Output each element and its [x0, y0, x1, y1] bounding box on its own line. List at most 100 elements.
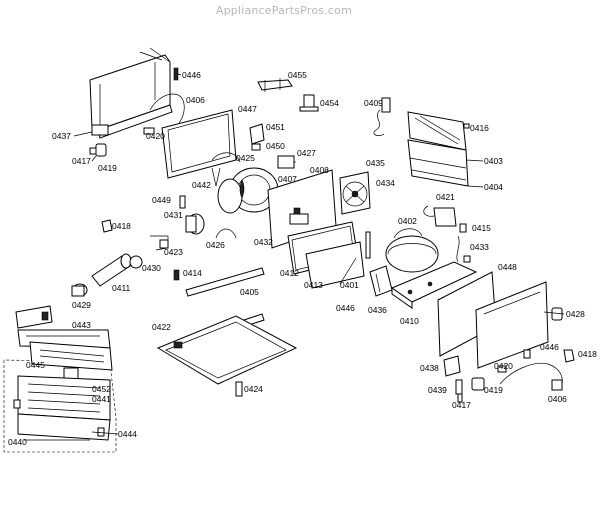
label-0401[interactable]: 0401 [340, 280, 359, 290]
part-0429 [71, 283, 88, 297]
label-0428[interactable]: 0428 [566, 309, 585, 319]
label-0446a[interactable]: 0446 [182, 70, 201, 80]
cover-0413 [305, 241, 365, 289]
label-0434[interactable]: 0434 [376, 178, 395, 188]
rear-bracket-assembly [89, 47, 173, 139]
label-0423[interactable]: 0423 [164, 247, 183, 257]
part-0427 [277, 155, 295, 169]
label-0418a[interactable]: 0418 [112, 221, 131, 231]
part-0421 [423, 205, 457, 227]
part-0446c [523, 349, 531, 359]
part-0401 [365, 231, 371, 259]
part-0454 [299, 94, 319, 112]
part-0424 [235, 381, 243, 397]
label-0441[interactable]: 0441 [92, 394, 111, 404]
part-0449 [179, 195, 186, 209]
label-0412[interactable]: 0412 [280, 268, 299, 278]
label-0406b[interactable]: 0406 [548, 394, 567, 404]
label-0436[interactable]: 0436 [368, 305, 387, 315]
bracket-0455 [257, 78, 293, 92]
label-0417b[interactable]: 0417 [452, 400, 471, 410]
label-0416[interactable]: 0416 [470, 123, 489, 133]
label-0432[interactable]: 0432 [254, 237, 273, 247]
grommet-0419 [95, 143, 107, 157]
tube-0411 [91, 253, 132, 287]
label-0442[interactable]: 0442 [192, 180, 211, 190]
label-0444[interactable]: 0444 [118, 429, 137, 439]
part-0423 [150, 235, 169, 251]
label-0426[interactable]: 0426 [206, 240, 225, 250]
part-0433 [463, 255, 471, 263]
label-0419b[interactable]: 0419 [484, 385, 503, 395]
power-cord-0409 [373, 97, 391, 136]
panel-0416 [407, 111, 470, 151]
label-0451[interactable]: 0451 [266, 122, 285, 132]
label-0430[interactable]: 0430 [142, 263, 161, 273]
label-0410[interactable]: 0410 [400, 316, 419, 326]
part-0414 [173, 269, 180, 281]
label-0406a[interactable]: 0406 [186, 95, 205, 105]
label-0427[interactable]: 0427 [297, 148, 316, 158]
label-0403[interactable]: 0403 [484, 156, 503, 166]
label-0422[interactable]: 0422 [152, 322, 171, 332]
label-0433[interactable]: 0433 [470, 242, 489, 252]
label-0447[interactable]: 0447 [238, 104, 257, 114]
condenser-fan-motor-0407 [211, 152, 279, 214]
label-0443[interactable]: 0443 [72, 320, 91, 330]
base-plate-0410 [390, 261, 478, 309]
label-0414[interactable]: 0414 [183, 268, 202, 278]
relay-0436 [369, 265, 393, 297]
label-0402[interactable]: 0402 [398, 216, 417, 226]
label-0431[interactable]: 0431 [164, 210, 183, 220]
part-0438 [443, 355, 461, 377]
label-0439[interactable]: 0439 [428, 385, 447, 395]
label-0438[interactable]: 0438 [420, 363, 439, 373]
label-0450[interactable]: 0450 [266, 141, 285, 151]
label-0437[interactable]: 0437 [52, 131, 71, 141]
screw-0417b [457, 393, 463, 403]
label-0404[interactable]: 0404 [484, 182, 503, 192]
label-0424[interactable]: 0424 [244, 384, 263, 394]
label-0452[interactable]: 0452 [92, 384, 111, 394]
part-0426 [215, 228, 237, 239]
watermark: AppliancePartsPros.com [215, 4, 352, 17]
label-0413[interactable]: 0413 [304, 280, 323, 290]
label-0411[interactable]: 0411 [112, 283, 131, 293]
label-0415[interactable]: 0415 [472, 223, 491, 233]
label-0455[interactable]: 0455 [288, 70, 307, 80]
label-0440[interactable]: 0440 [8, 437, 27, 447]
control-board-0408 [267, 169, 337, 249]
label-0405[interactable]: 0405 [240, 287, 259, 297]
harness-0406b [499, 362, 563, 391]
part-0420b [497, 365, 507, 373]
label-0421[interactable]: 0421 [436, 192, 455, 202]
label-0420b[interactable]: 0420 [494, 361, 513, 371]
label-0454[interactable]: 0454 [320, 98, 339, 108]
clip-0418a [101, 219, 113, 233]
label-0417a[interactable]: 0417 [72, 156, 91, 166]
label-0449[interactable]: 0449 [152, 195, 171, 205]
grille-0445 [29, 341, 113, 383]
label-0446b[interactable]: 0446 [336, 303, 355, 313]
clip-0446 [173, 67, 179, 81]
label-0446c[interactable]: 0446 [540, 342, 559, 352]
leader-lines [24, 73, 565, 441]
label-0419a[interactable]: 0419 [98, 163, 117, 173]
capacitor-0431 [185, 213, 205, 235]
label-0429[interactable]: 0429 [72, 300, 91, 310]
label-0418b[interactable]: 0418 [578, 349, 597, 359]
label-0409[interactable]: 0409 [364, 98, 383, 108]
part-0451-0450 [249, 123, 265, 151]
label-0448[interactable]: 0448 [498, 262, 517, 272]
grommet-0419b [471, 377, 485, 391]
label-0435[interactable]: 0435 [366, 158, 385, 168]
screw-0417 [89, 147, 97, 155]
part-0440 [13, 399, 21, 409]
evaporator-fan-0435 [339, 171, 371, 215]
label-0420a[interactable]: 0420 [146, 131, 165, 141]
label-0407[interactable]: 0407 [278, 174, 297, 184]
label-0445[interactable]: 0445 [26, 360, 45, 370]
label-0408[interactable]: 0408 [310, 165, 329, 175]
label-0425[interactable]: 0425 [236, 153, 255, 163]
